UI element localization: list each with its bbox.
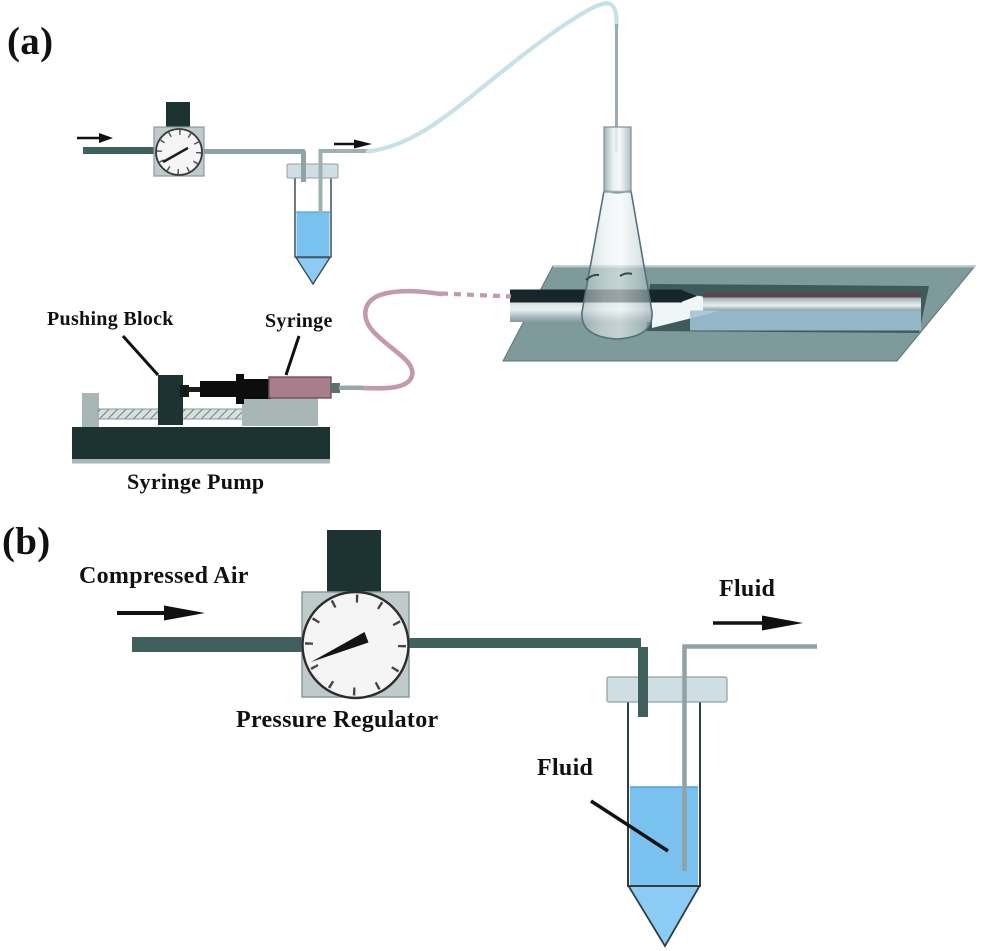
syringe-pump-label: Syringe Pump (127, 469, 265, 494)
tube-b-air-inlet (638, 647, 648, 717)
pipe-b-inlet (132, 637, 303, 652)
glass-funnel (581, 126, 653, 340)
pushing-block (158, 375, 183, 425)
tube-b-liquid (630, 786, 698, 886)
pipe-a-to-reservoir (203, 149, 305, 154)
fluid-out-arrow (713, 615, 803, 631)
syringe-icon (180, 374, 363, 404)
pushing-block-label: Pushing Block (47, 308, 174, 330)
syringe-hub (330, 383, 340, 393)
pressure-regulator-b-icon (301, 530, 410, 700)
reservoir-tube-a (286, 149, 368, 286)
syringe-label: Syringe (265, 310, 333, 332)
funnel-reflection (585, 273, 600, 281)
channel-fluid (690, 310, 921, 331)
pump-base (72, 427, 330, 460)
funnel-reflection (619, 272, 633, 277)
funnel-cone (581, 190, 653, 340)
fluid-reservoir-pointer-line (590, 799, 669, 853)
syringe-pointer-line (284, 335, 301, 376)
pipe-b-to-reservoir (408, 638, 641, 648)
tube-b-cap (606, 676, 728, 703)
syringe-needle (339, 385, 363, 390)
syringe-holder-block (242, 397, 318, 426)
syringe-barrel (268, 376, 332, 399)
fluid-tubing-pink (359, 288, 512, 391)
reservoir-tube-b (606, 644, 817, 948)
regulator-a-knob (166, 102, 190, 129)
tube-b-dip-tube-outlet (682, 644, 817, 871)
air-flow-arrow-a-inlet (77, 133, 113, 143)
gauge-a-needle (162, 147, 189, 163)
collection-capillary (703, 297, 921, 311)
tube-a-dip-tube (318, 149, 368, 213)
compressed-air-label: Compressed Air (79, 563, 249, 589)
air-flow-arrow-a-outlet (334, 139, 372, 149)
pipe-a-inlet (83, 147, 156, 154)
pushing-block-pointer-line (121, 334, 160, 377)
pump-end-bracket (82, 393, 99, 427)
syringe-pump (72, 334, 363, 464)
funnel-neck (603, 126, 632, 193)
panel-a-label: (a) (7, 20, 54, 63)
tube-b-cone (626, 885, 702, 948)
gauge-b-ticks (305, 594, 406, 696)
gauge-b-needle (311, 632, 369, 662)
gauge-a-ticks (157, 130, 201, 174)
tube-a-cone (294, 256, 332, 286)
syringe-plunger (200, 381, 238, 397)
tube-a-liquid (296, 211, 330, 258)
compressed-air-arrow (117, 605, 205, 621)
pressure-regulator-a-icon (153, 102, 205, 177)
pressure-regulator-label: Pressure Regulator (236, 707, 439, 733)
panel-b-label: (b) (2, 520, 51, 563)
fluid-tubing-dashed (440, 291, 512, 299)
tube-a-cap (286, 163, 339, 179)
air-tubing-a (365, 1, 619, 154)
fluid-outlet-label: Fluid (719, 576, 776, 602)
syringe-plunger-flange (236, 374, 244, 404)
capillary-dark-line (703, 292, 921, 298)
regulator-b-knob (327, 530, 381, 592)
fluid-reservoir-label: Fluid (537, 755, 594, 781)
